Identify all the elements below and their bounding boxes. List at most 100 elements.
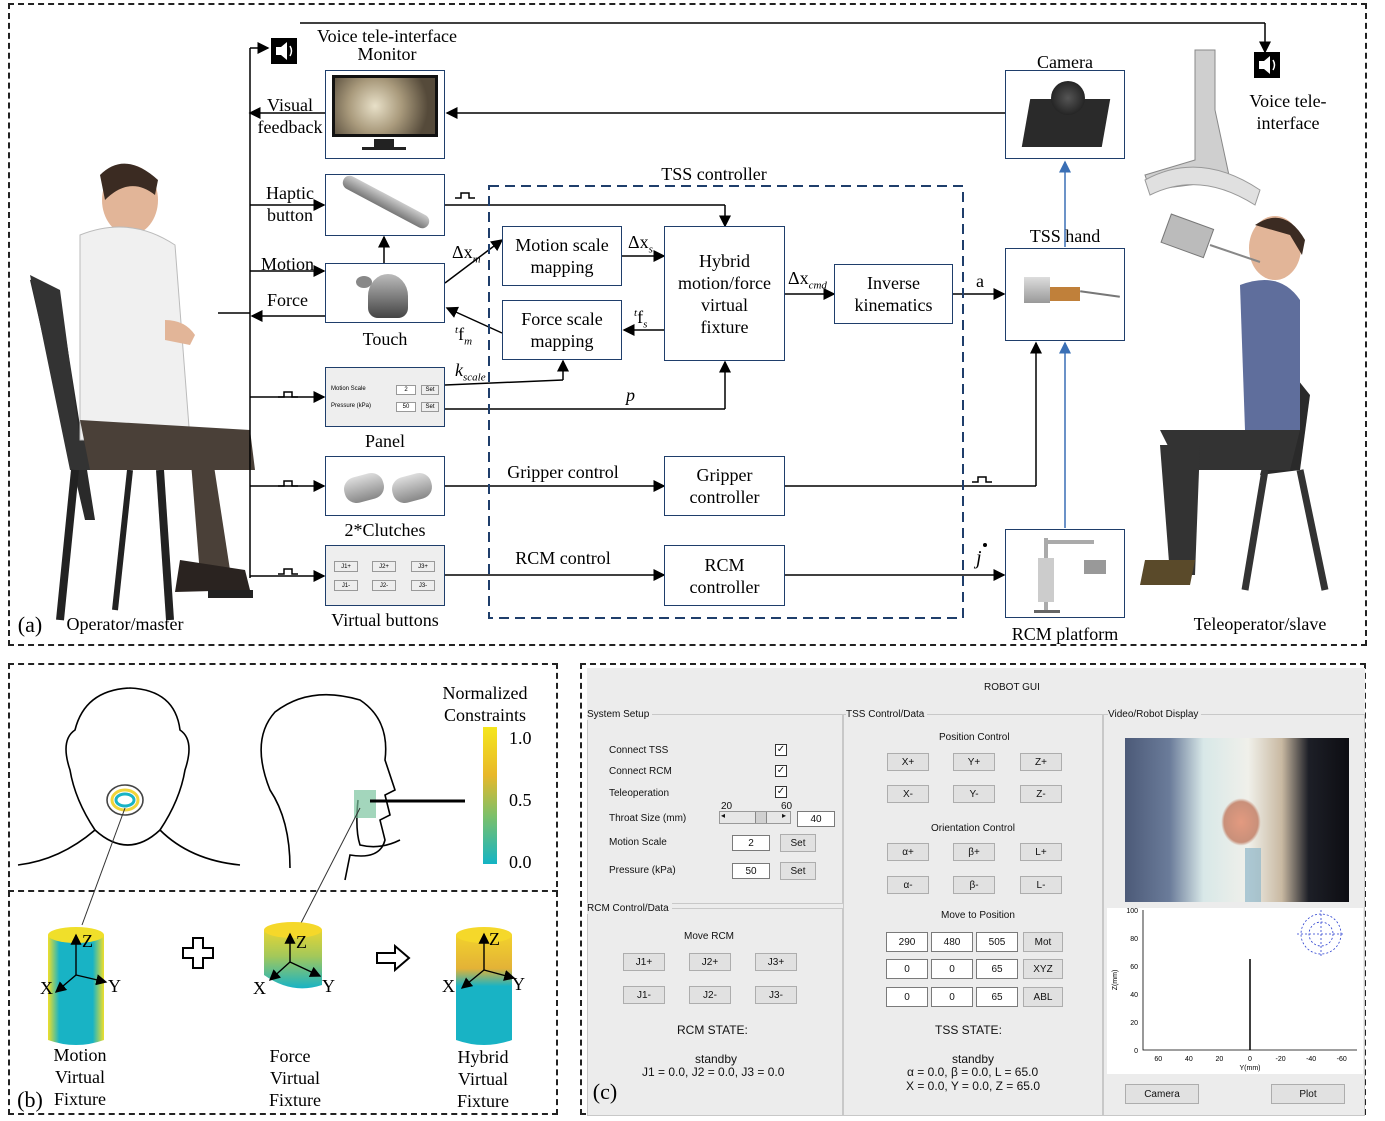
alpha-plus-button[interactable]: α+ <box>887 843 929 861</box>
symbol-dx-m-main: Δx <box>452 242 473 262</box>
axis-z-3: Z <box>489 929 500 949</box>
pos-row2-field1[interactable]: 0 <box>886 959 928 979</box>
pos-row1-field3[interactable]: 505 <box>976 932 1018 952</box>
symbol-dx-cmd-main: Δx <box>788 268 809 288</box>
gui-title: ROBOT GUI <box>984 682 1040 693</box>
rcm-j2-minus-button[interactable]: J2- <box>689 986 731 1004</box>
pos-row1-field1[interactable]: 290 <box>886 932 928 952</box>
camera-button[interactable]: Camera <box>1125 1084 1199 1104</box>
speaker-icon-left <box>271 38 297 64</box>
plot-button[interactable]: Plot <box>1271 1084 1345 1104</box>
colorbar-title-1: Normalized <box>442 683 528 703</box>
hybrid-fixture-label-2: Virtual <box>458 1069 508 1089</box>
axis-y-3: Y <box>512 974 525 994</box>
z-plus-button[interactable]: Z+ <box>1020 753 1062 771</box>
beta-plus-button[interactable]: β+ <box>953 843 995 861</box>
abl-button[interactable]: ABL <box>1023 987 1063 1007</box>
rcm-platform-image <box>1005 529 1125 618</box>
symbol-j-dot <box>983 543 987 547</box>
slider-thumb[interactable] <box>755 812 767 823</box>
z-minus-button[interactable]: Z- <box>1020 785 1062 803</box>
slider-left-arrow-icon[interactable]: ◂ <box>721 811 726 820</box>
x-minus-button[interactable]: X- <box>887 785 929 803</box>
rcm-j1-plus-button[interactable]: J1+ <box>623 953 665 971</box>
hybrid-line3: virtual <box>700 294 748 315</box>
slider-right-arrow-icon[interactable]: ▸ <box>782 811 787 820</box>
panel-a-tag: (a) <box>17 612 43 637</box>
axis-z-2: Z <box>296 932 307 952</box>
touch-device-image <box>325 263 445 323</box>
pressure-field[interactable]: 50 <box>732 863 770 879</box>
throat-size-slider[interactable]: ◂ ▸ <box>719 811 791 824</box>
video-tissue-spot <box>1221 798 1261 846</box>
throat-size-field[interactable]: 40 <box>797 811 835 827</box>
rcm-control-label: RCM control <box>515 548 611 568</box>
pos-row3-field3[interactable]: 65 <box>976 987 1018 1007</box>
symbol-dx-m: Δxm <box>452 242 481 270</box>
pressure-set-button[interactable]: Set <box>780 862 816 880</box>
mini-j1-plus: J1+ <box>334 561 358 572</box>
rcm-j3-minus-button[interactable]: J3- <box>755 986 797 1004</box>
colorbar-title-2: Constraints <box>443 705 526 725</box>
touch-label: Touch <box>362 329 408 349</box>
axis-x-3: X <box>442 976 455 996</box>
force-scale-mapping-line1: Force scale <box>521 309 603 329</box>
motion-scale-label: Motion Scale <box>609 837 667 848</box>
connect-rcm-checkbox[interactable]: ✓ <box>775 765 787 777</box>
mini-set-button-1: Set <box>421 385 439 395</box>
motion-fixture-label-2: Virtual <box>55 1067 105 1087</box>
clutches-label: 2*Clutches <box>344 520 426 540</box>
voice-right-label-2: interface <box>1256 113 1320 133</box>
alpha-minus-button[interactable]: α- <box>887 876 929 894</box>
symbol-dx-s: Δxs <box>628 232 653 260</box>
teleoperation-checkbox[interactable]: ✓ <box>775 786 787 798</box>
x-plus-button[interactable]: X+ <box>887 753 929 771</box>
plus-icon <box>182 937 214 969</box>
plot-background <box>1107 908 1363 1074</box>
rcm-state-value: standby <box>695 1052 738 1066</box>
plot-ylabel: Z(mm) <box>1112 970 1119 991</box>
front-mouth-constraint <box>110 788 140 812</box>
l-plus-button[interactable]: L+ <box>1020 843 1062 861</box>
hybrid-line4: fixture <box>700 316 749 337</box>
pos-row3-field1[interactable]: 0 <box>886 987 928 1007</box>
motion-scale-set-button[interactable]: Set <box>780 834 816 852</box>
pos-row2-field2[interactable]: 0 <box>931 959 973 979</box>
pos-row3-field2[interactable]: 0 <box>931 987 973 1007</box>
slider-max-label: 60 <box>781 801 793 812</box>
plot-ytick-3: 60 <box>1130 964 1138 971</box>
colorbar-tick-0: 0.0 <box>509 852 532 872</box>
mini-motion-scale-label: Motion Scale <box>331 386 366 392</box>
symbol-dx-cmd: Δxcmd <box>788 268 827 296</box>
pos-row1-field2[interactable]: 480 <box>931 932 973 952</box>
panel-b-frame <box>8 663 558 1115</box>
panel-b-tag: (b) <box>17 1087 43 1112</box>
symbol-dx-m-sub: m <box>472 253 481 266</box>
y-plus-button[interactable]: Y+ <box>953 753 995 771</box>
pos-row2-field3[interactable]: 65 <box>976 959 1018 979</box>
front-head-outline <box>17 687 241 866</box>
rcm-j2-plus-button[interactable]: J2+ <box>689 953 731 971</box>
mot-button[interactable]: Mot <box>1023 932 1063 952</box>
axis-y-2: Y <box>322 976 335 996</box>
xyz-button[interactable]: XYZ <box>1023 959 1063 979</box>
motion-scale-field[interactable]: 2 <box>732 835 770 851</box>
plot-xtick-5: -40 <box>1306 1056 1316 1063</box>
rcm-line2: controller <box>689 576 760 597</box>
rcm-j1-minus-button[interactable]: J1- <box>623 986 665 1004</box>
plot-xtick-3: 0 <box>1248 1056 1252 1063</box>
rcm-j3-plus-button[interactable]: J3+ <box>755 953 797 971</box>
l-minus-button[interactable]: L- <box>1020 876 1062 894</box>
y-minus-button[interactable]: Y- <box>953 785 995 803</box>
plot-ytick-4: 80 <box>1130 936 1138 943</box>
symbol-f-m-sub: m <box>464 335 473 348</box>
connect-tss-checkbox[interactable]: ✓ <box>775 744 787 756</box>
display-heading: Video/Robot Display <box>1108 709 1202 720</box>
plot-ytick-5: 100 <box>1126 908 1138 915</box>
mini-set-button-2: Set <box>421 402 439 412</box>
beta-minus-button[interactable]: β- <box>953 876 995 894</box>
